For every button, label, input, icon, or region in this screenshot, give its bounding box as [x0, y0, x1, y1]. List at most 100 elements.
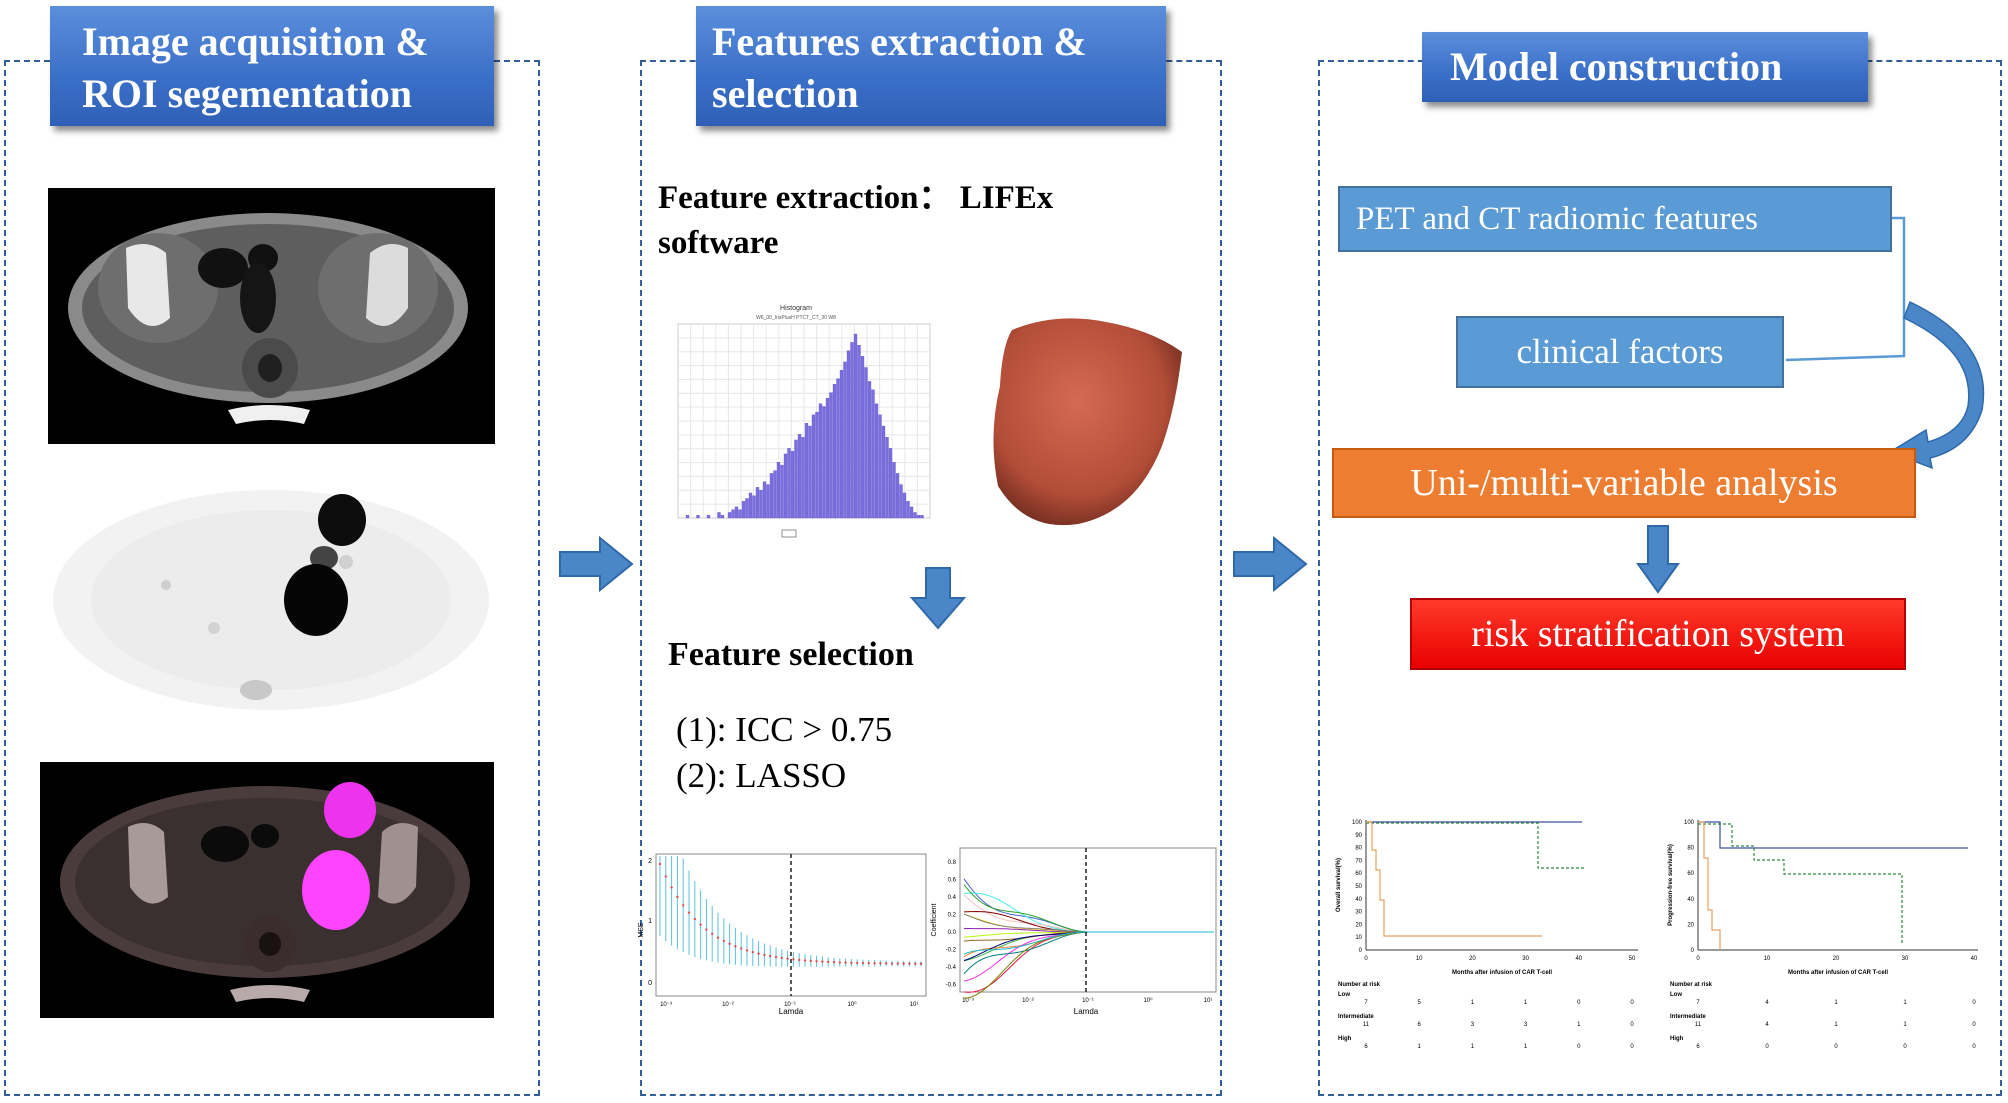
- lasso-cv-point: [803, 959, 807, 962]
- acquisition-title-line2: ROI segementation: [82, 71, 412, 116]
- lasso-cv-point: [769, 954, 772, 958]
- histogram-bar: [836, 378, 840, 519]
- histogram-bar: [815, 411, 819, 519]
- pfs-risk-count: 1: [1903, 1022, 1907, 1028]
- lasso-path-ylabel: Coefficient: [931, 903, 938, 936]
- histogram-bar: [818, 403, 823, 519]
- histogram-subtitle: W6_00_IrisPlusH PTCT_CT_30 W8: [756, 315, 836, 321]
- os-ytick: 20: [1355, 922, 1362, 928]
- acquisition-header: Image acquisition & ROI segementation: [50, 6, 494, 126]
- flow-arrow-2-icon: [1233, 536, 1308, 592]
- lasso-path-xtick: 10¹: [1204, 998, 1213, 1004]
- histogram-bar: [755, 487, 760, 519]
- features-title-line1: Features extraction &: [712, 19, 1087, 64]
- histogram-title: Histogram: [780, 305, 812, 312]
- feature-extraction-line2: software: [658, 225, 779, 261]
- os-survival-curve: [1366, 822, 1586, 869]
- lasso-cv-ytick: 0: [648, 980, 652, 987]
- os-ytick: 90: [1355, 833, 1362, 839]
- lasso-cv-point: [763, 953, 766, 957]
- model-title: Model construction: [1450, 44, 1783, 89]
- histogram-bar: [801, 437, 805, 519]
- fused-pet-ct-image: [40, 762, 494, 1018]
- lasso-cv-xlabel: Lamda: [779, 1007, 804, 1016]
- os-ytick: 70: [1355, 858, 1362, 864]
- risk-stratification-system-box: risk stratification system: [1410, 598, 1906, 670]
- os-ytick: 10: [1355, 935, 1362, 941]
- lasso-path-ytick: 0.0: [948, 930, 957, 936]
- feature-extraction-label: Feature extraction： LIFEx software: [658, 176, 1053, 266]
- lasso-cv-point: [861, 961, 865, 965]
- os-xtick: 0: [1364, 956, 1368, 962]
- pfs-xtick: 20: [1833, 956, 1840, 962]
- os-risk-count: 5: [1418, 1000, 1422, 1006]
- pfs-ytick: 40: [1687, 897, 1694, 903]
- histogram-bar: [832, 384, 837, 519]
- os-xtick: 20: [1469, 956, 1476, 962]
- histogram-bar: [822, 406, 826, 519]
- lasso-cv-point: [856, 961, 859, 965]
- os-risk-count: 1: [1524, 1044, 1528, 1050]
- histogram-bar: [787, 448, 791, 519]
- lasso-cv-point: [682, 904, 685, 907]
- lasso-cv-point: [815, 960, 818, 963]
- histogram-bar: [706, 515, 711, 519]
- os-ytick: 100: [1352, 820, 1363, 826]
- pfs-risk-count: 7: [1696, 1000, 1700, 1006]
- pfs-ytick: 20: [1687, 922, 1694, 928]
- pfs-risk-count: 1: [1834, 1000, 1838, 1006]
- pfs-risk-count: 4: [1765, 1022, 1769, 1028]
- lasso-cv-point: [896, 962, 899, 965]
- lasso-cv-point: [687, 911, 691, 914]
- os-risk-count: 0: [1630, 1044, 1634, 1050]
- roi-3d-render-image: [993, 318, 1182, 526]
- os-risk-count: 1: [1471, 1044, 1475, 1050]
- lasso-path-ytick: -0.6: [946, 983, 957, 989]
- lasso-cv-point: [786, 957, 789, 960]
- pfs-risk-group: Low: [1670, 992, 1682, 998]
- pfs-xtick: 10: [1764, 956, 1771, 962]
- histogram-bar: [727, 512, 732, 519]
- histogram-bar: [913, 512, 917, 519]
- pfs-risk-count: 0: [1903, 1044, 1907, 1050]
- histogram-bar: [846, 350, 851, 519]
- os-risk-count: 11: [1363, 1022, 1370, 1028]
- lasso-cv-point: [757, 952, 760, 955]
- lasso-cv-xtick: 10¹: [910, 1002, 919, 1008]
- histogram-bar: [790, 450, 795, 519]
- down-arrow-icon: [910, 567, 966, 630]
- lasso-cv-point: [780, 956, 783, 960]
- histogram-legend: [781, 529, 797, 538]
- features-header: Features extraction & selection: [696, 6, 1166, 126]
- lasso-cv-xtick: 10⁻¹: [784, 1002, 796, 1008]
- os-risk-count: 0: [1577, 1044, 1581, 1050]
- histogram-bar: [720, 515, 725, 519]
- lasso-coefficient-path: [963, 931, 1214, 955]
- histogram-bar: [759, 489, 763, 519]
- histogram-bar: [902, 492, 907, 519]
- os-risk-title: Number at risk: [1338, 982, 1381, 988]
- lasso-cv-point: [728, 942, 731, 946]
- criterion-icc: (1): ICC > 0.75: [676, 710, 893, 749]
- histogram-bar: [892, 462, 896, 519]
- os-xlabel: Months after infusion of CAR T-cell: [1452, 970, 1552, 976]
- os-xtick: 10: [1416, 956, 1423, 962]
- histogram-bar: [773, 470, 777, 519]
- pfs-risk-count: 4: [1765, 1000, 1769, 1006]
- pfs-xtick: 40: [1971, 956, 1978, 962]
- lasso-cv-point: [890, 962, 894, 965]
- lasso-cv-point: [676, 895, 679, 899]
- histogram-bar: [885, 437, 889, 519]
- lasso-cv-point: [809, 959, 812, 963]
- lasso-path-xtick: 10⁰: [1143, 997, 1153, 1004]
- lasso-cv-point: [873, 962, 876, 965]
- pfs-risk-count: 6: [1696, 1044, 1700, 1050]
- lasso-cv-ytick: 2: [648, 858, 652, 865]
- histogram-bar: [839, 370, 844, 519]
- pfs-survival-curve: [1698, 823, 1903, 944]
- os-ytick: 40: [1355, 897, 1362, 903]
- histogram-bar: [797, 434, 802, 519]
- histogram-bar: [804, 423, 809, 519]
- histogram-bar: [888, 448, 893, 519]
- features-title-line2: selection: [712, 71, 859, 116]
